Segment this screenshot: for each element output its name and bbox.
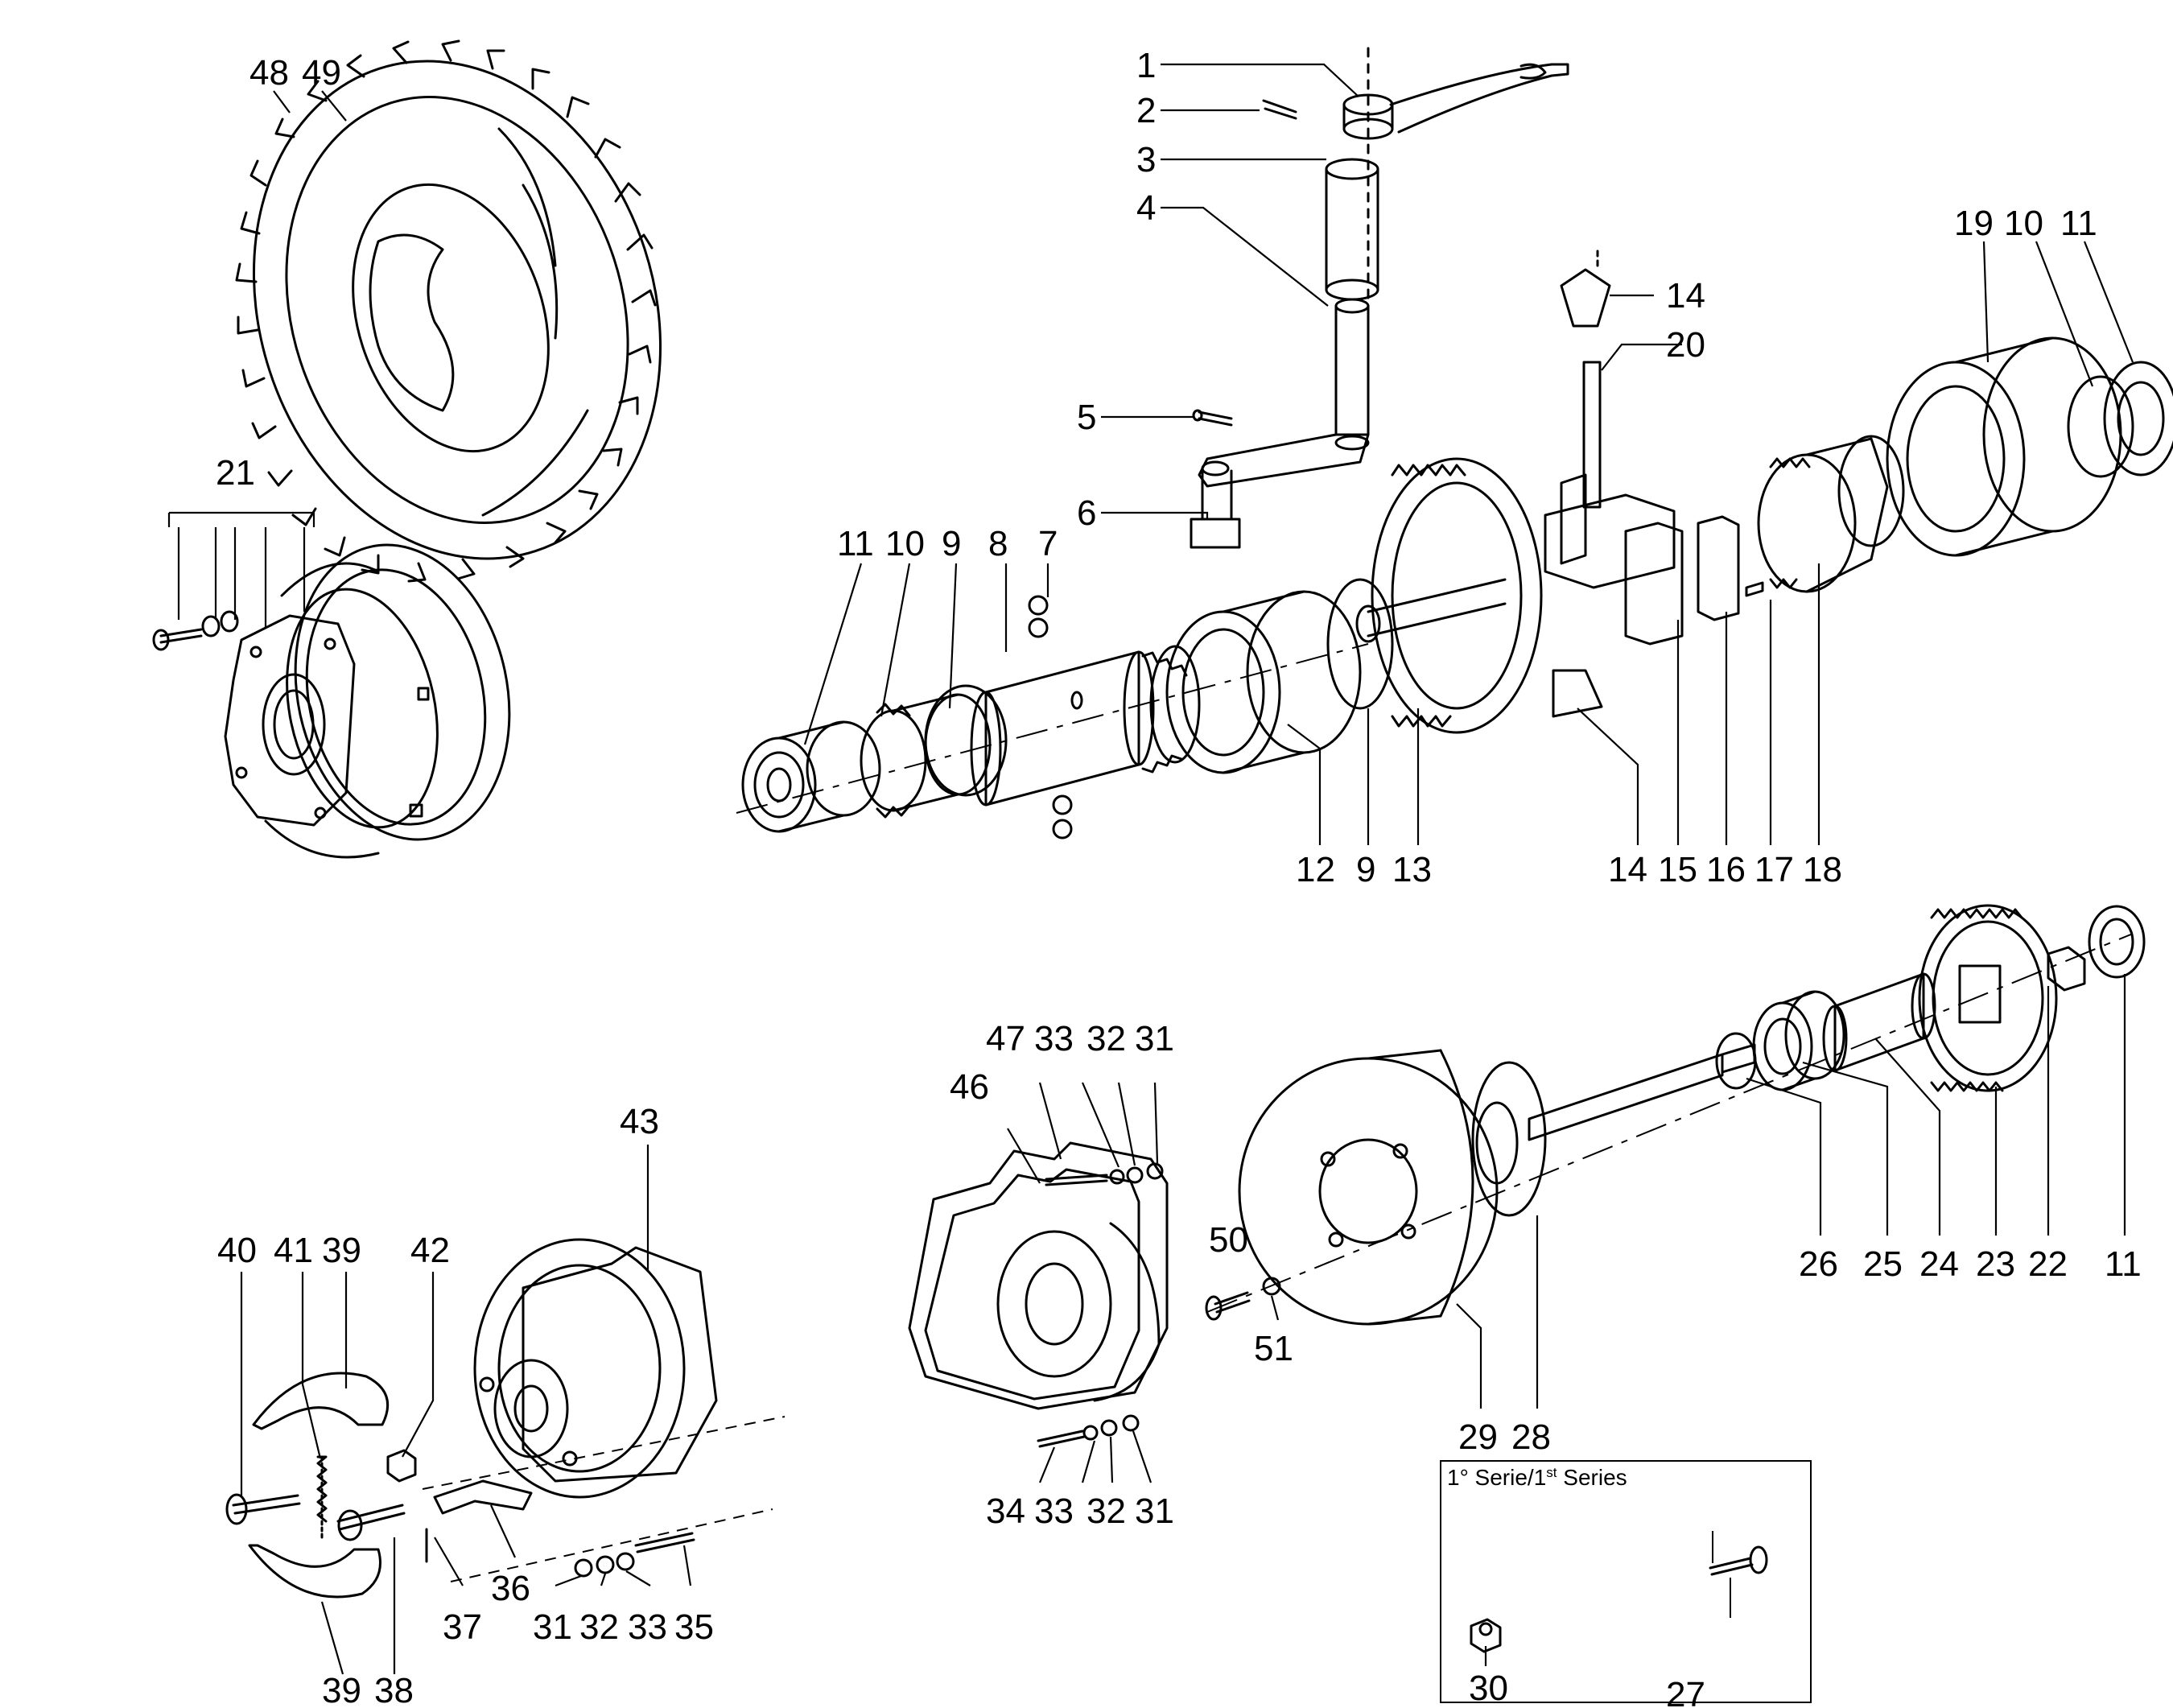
callout-13: 13 (1392, 850, 1432, 889)
differential-illustration (1355, 248, 2173, 734)
callout-31: 31 (1135, 1491, 1174, 1531)
callout-43: 43 (620, 1102, 659, 1141)
callout-36: 36 (491, 1569, 530, 1608)
callout-26: 26 (1799, 1244, 1838, 1284)
callout-38: 38 (374, 1671, 414, 1708)
callout-23: 23 (1976, 1244, 2015, 1284)
callout-31: 31 (1135, 1019, 1174, 1058)
callout-27: 27 (1666, 1675, 1705, 1708)
callout-46: 46 (950, 1067, 989, 1107)
callout-18: 18 (1803, 850, 1842, 889)
callout-2: 2 (1136, 91, 1156, 130)
callout-7: 7 (1038, 524, 1058, 563)
inset-title: 1° Serie/1st Series (1447, 1465, 1627, 1490)
callout-33: 33 (1034, 1019, 1074, 1058)
callout-37: 37 (443, 1607, 482, 1647)
leader-lines (167, 63, 2134, 1675)
callout-32: 32 (1086, 1019, 1126, 1058)
callout-9: 9 (1356, 850, 1375, 889)
tire-illustration (235, 39, 662, 583)
callout-10: 10 (885, 524, 925, 563)
drive-shaft-illustration (736, 578, 1394, 840)
callout-33: 33 (628, 1607, 667, 1647)
callout-11: 11 (2060, 204, 2097, 243)
callout-19: 19 (1954, 204, 1994, 243)
callout-39: 39 (322, 1231, 361, 1270)
callout-41: 41 (274, 1231, 313, 1270)
callout-42: 42 (410, 1231, 450, 1270)
gear-casing-illustration (908, 1141, 1169, 1448)
callout-30: 30 (1469, 1669, 1508, 1708)
callout-8: 8 (988, 524, 1008, 563)
callout-24: 24 (1919, 1244, 1959, 1284)
callout-20: 20 (1666, 325, 1705, 365)
callout-32: 32 (579, 1607, 619, 1647)
callout-25: 25 (1863, 1244, 1903, 1284)
callout-50: 50 (1209, 1220, 1248, 1260)
callout-21: 21 (216, 453, 255, 493)
callout-14: 14 (1608, 850, 1647, 889)
callout-29: 29 (1458, 1417, 1498, 1457)
first-series-inset: 1° Serie/1st Series (1440, 1460, 1812, 1703)
callout-28: 28 (1511, 1417, 1551, 1457)
callout-12: 12 (1296, 850, 1335, 889)
callout-9: 9 (942, 524, 961, 563)
callout-5: 5 (1077, 398, 1096, 437)
callout-11: 11 (837, 524, 874, 563)
callout-39: 39 (322, 1671, 361, 1708)
brake-assembly-illustration (225, 1238, 785, 1599)
callout-15: 15 (1658, 850, 1697, 889)
callout-16: 16 (1706, 850, 1746, 889)
callout-33: 33 (1034, 1491, 1074, 1531)
callout-31: 31 (533, 1607, 572, 1647)
callout-4: 4 (1136, 188, 1156, 228)
callout-32: 32 (1086, 1491, 1126, 1531)
output-shaft-illustration (1205, 904, 2146, 1326)
selector-lever-illustration (1190, 47, 1569, 549)
wheel-rim-illustration (152, 543, 511, 859)
callout-35: 35 (674, 1607, 714, 1647)
callout-labels: 1 2 3 4 5 6 7 8 9 10 11 12 9 13 14 15 16… (216, 46, 2142, 1708)
callout-34: 34 (986, 1491, 1025, 1531)
callout-40: 40 (217, 1231, 257, 1270)
callout-51: 51 (1254, 1329, 1293, 1368)
callout-47: 47 (986, 1019, 1025, 1058)
callout-14: 14 (1666, 276, 1705, 316)
callout-3: 3 (1136, 140, 1156, 179)
callout-17: 17 (1754, 850, 1794, 889)
callout-22: 22 (2028, 1244, 2068, 1284)
callout-6: 6 (1077, 493, 1096, 533)
callout-10: 10 (2004, 204, 2043, 243)
callout-1: 1 (1136, 46, 1156, 85)
callout-48: 48 (249, 53, 289, 93)
callout-49: 49 (302, 53, 341, 93)
callout-11: 11 (2105, 1244, 2142, 1284)
